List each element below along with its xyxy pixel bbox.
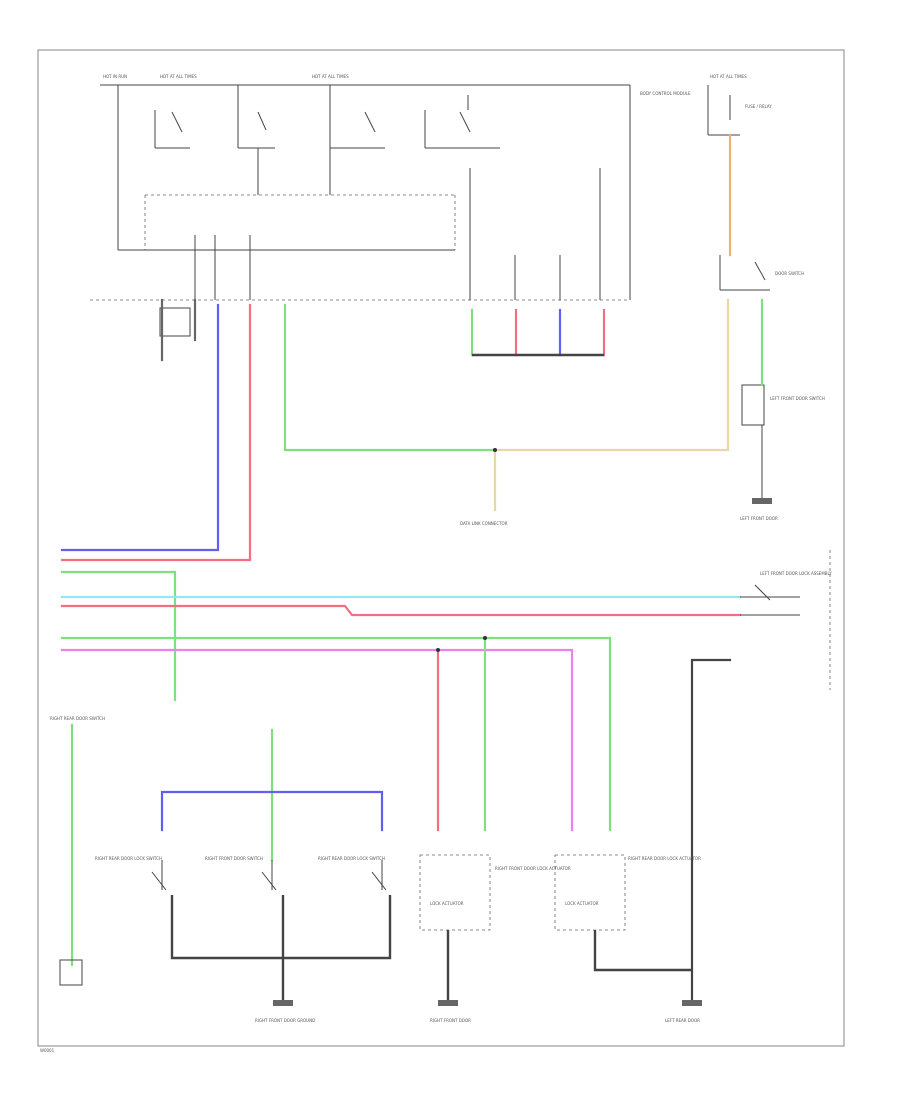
- act2-label: LOCK ACTUATOR: [565, 901, 599, 906]
- wire-blue: [60, 303, 220, 552]
- junction-pink: [436, 648, 440, 652]
- hot-label-3: HOT AT ALL TIMES: [312, 74, 349, 79]
- ground-symbol-act2: [682, 1000, 702, 1006]
- hot-label-1: HOT IN RUN: [103, 74, 127, 79]
- hot-label-4: HOT AT ALL TIMES: [710, 74, 747, 79]
- ground-label-act2: LEFT REAR DOOR: [665, 1018, 700, 1023]
- junction-green: [483, 636, 487, 640]
- switch-return-line: [170, 895, 392, 960]
- ground-symbol-sw: [273, 1000, 293, 1006]
- footer-code: W0001: [40, 1048, 55, 1053]
- left-front-door-switch-label: LEFT FRONT DOOR SWITCH: [770, 396, 825, 401]
- ground-label-act1: RIGHT FRONT DOOR: [430, 1018, 471, 1023]
- wire-blue-b: [160, 790, 384, 832]
- wires-top: DATA LINK CONNECTOR: [60, 133, 764, 562]
- junction-center: [493, 448, 497, 452]
- right-fuse-switch: HOT AT ALL TIMES FUSE / RELAY DOOR SWITC…: [707, 74, 825, 521]
- wire-tan: [493, 298, 730, 452]
- fuse-label: FUSE / RELAY: [745, 104, 772, 109]
- wire-gray-right: [690, 658, 732, 1002]
- act2-ground-line: [593, 930, 692, 972]
- module-title: BODY CONTROL MODULE: [640, 91, 691, 96]
- act1-name: RIGHT FRONT DOOR LOCK ACTUATOR: [495, 866, 571, 871]
- wire-green-a: [283, 303, 497, 452]
- bottom-switches: RIGHT REAR DOOR SWITCH RIGHT FRONT DOOR …: [50, 716, 392, 1023]
- ground-label-sw: RIGHT FRONT DOOR GROUND: [255, 1018, 315, 1023]
- sw2-label: RIGHT FRONT DOOR SWITCH: [205, 856, 263, 861]
- ground-symbol-right-top: [752, 498, 772, 504]
- lock-assembly-label: LEFT FRONT DOOR LOCK ASSEMBLY: [760, 571, 832, 576]
- control-module: [90, 85, 631, 337]
- actuators: LOCK ACTUATOR LOCK ACTUATOR RIGHT FRONT …: [419, 854, 701, 1023]
- data-link-label: DATA LINK CONNECTOR: [460, 521, 508, 526]
- wire-green-b: [60, 570, 177, 702]
- wire-green-c: [60, 636, 612, 832]
- sw1-label: RIGHT REAR DOOR LOCK SWITCH: [95, 856, 162, 861]
- hot-label-2: HOT AT ALL TIMES: [160, 74, 197, 79]
- left-switch-label: RIGHT REAR DOOR SWITCH: [50, 716, 105, 721]
- actuator-2-box: [554, 854, 626, 931]
- top-switch-section: HOT IN RUN HOT AT ALL TIMES HOT AT ALL T…: [100, 74, 691, 250]
- diagram-border: [37, 49, 845, 1047]
- act2-name: RIGHT REAR DOOR LOCK ACTUATOR: [628, 856, 701, 861]
- wire-pink-a: [60, 303, 252, 562]
- middle-bus: LEFT FRONT DOOR LOCK ASSEMBLY LEFT REAR …: [60, 550, 832, 1023]
- wire-pink-b: [60, 604, 742, 617]
- actuator-1-box: [419, 854, 491, 931]
- act1-label: LOCK ACTUATOR: [430, 901, 464, 906]
- ground-symbol-act1: [438, 1000, 458, 1006]
- sw3-label: RIGHT REAR DOOR LOCK SWITCH: [318, 856, 385, 861]
- switch-label: DOOR SWITCH: [775, 271, 804, 276]
- wire-magenta: [60, 648, 574, 832]
- ground-label-right-top: LEFT FRONT DOOR: [740, 516, 778, 521]
